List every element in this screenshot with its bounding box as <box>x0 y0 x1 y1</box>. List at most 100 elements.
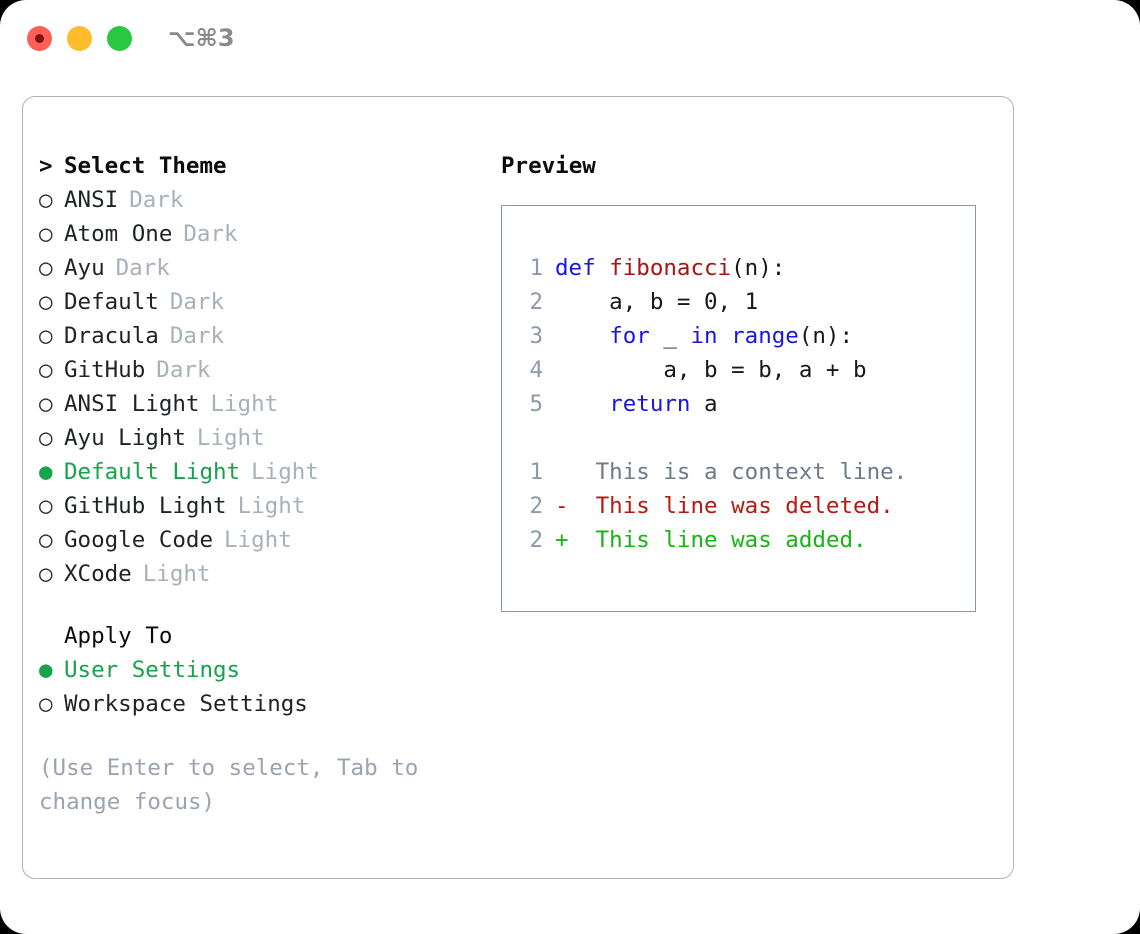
spacer-icon: ○ <box>39 619 64 653</box>
radio-unselected-icon[interactable]: ○ <box>39 391 53 417</box>
main-panel: > Select Theme ○ ANSI Dark ○ Atom One Da… <box>22 96 1014 879</box>
line-number: 2 <box>529 527 543 553</box>
code-text: return a <box>555 387 718 421</box>
code-line: 5 return a <box>513 387 969 421</box>
code-token-keyword: for <box>609 323 650 349</box>
theme-option-label: Ayu <box>64 255 105 281</box>
theme-option-variant: Dark <box>115 255 170 281</box>
apply-to-heading: ○ Apply To <box>39 619 479 653</box>
code-token-keyword: range <box>731 323 799 349</box>
theme-picker-heading: > Select Theme <box>39 149 479 183</box>
theme-option-label: Dracula <box>64 323 159 349</box>
code-token-keyword: return <box>609 391 691 417</box>
theme-option-label: Atom One <box>64 221 173 247</box>
theme-option-github-dark[interactable]: ○ GitHub Dark <box>39 353 479 387</box>
diff-text-inner: This line was deleted. <box>595 493 894 519</box>
radio-unselected-icon[interactable]: ○ <box>39 289 53 315</box>
line-number: 4 <box>529 357 543 383</box>
theme-picker-heading-label: Select Theme <box>64 153 227 179</box>
theme-option-label: ANSI <box>64 187 119 213</box>
line-number: 2 <box>529 289 543 315</box>
radio-unselected-icon[interactable]: ○ <box>39 561 53 587</box>
code-text: for _ in range(n): <box>555 319 853 353</box>
code-text: def fibonacci(n): <box>555 251 785 285</box>
theme-picker: > Select Theme ○ ANSI Dark ○ Atom One Da… <box>39 149 479 819</box>
theme-option-variant: Light <box>196 425 265 451</box>
apply-to-option-label: User Settings <box>64 657 241 683</box>
radio-selected-icon[interactable]: ● <box>39 657 53 683</box>
theme-option-label: GitHub <box>64 357 146 383</box>
diff-line-context: 1 This is a context line. <box>513 455 969 489</box>
theme-option-variant: Dark <box>129 187 184 213</box>
keyboard-shortcut-label: ⌥⌘3 <box>168 24 235 52</box>
theme-option-ayu-light[interactable]: ○ Ayu Light Light <box>39 421 479 455</box>
diff-text-inner: This line was added. <box>595 527 867 553</box>
code-token-keyword: in <box>690 323 718 349</box>
line-number: 3 <box>529 323 543 349</box>
theme-option-xcode[interactable]: ○ XCode Light <box>39 557 479 591</box>
code-text: a, b = 0, 1 <box>555 285 758 319</box>
theme-option-label: GitHub Light <box>64 493 227 519</box>
code-line: 2 a, b = 0, 1 <box>513 285 969 319</box>
theme-option-ansi-light[interactable]: ○ ANSI Light Light <box>39 387 479 421</box>
diff-text: This line was added. <box>569 523 867 557</box>
code-token-plain: (n): <box>798 323 854 349</box>
radio-selected-icon[interactable]: ● <box>39 459 53 485</box>
line-number: 5 <box>529 391 543 417</box>
diff-text-inner: This is a context line. <box>595 459 908 485</box>
radio-unselected-icon[interactable]: ○ <box>39 425 53 451</box>
theme-option-variant: Light <box>210 391 279 417</box>
radio-unselected-icon[interactable]: ○ <box>39 357 53 383</box>
radio-unselected-icon[interactable]: ○ <box>39 493 53 519</box>
radio-unselected-icon[interactable]: ○ <box>39 527 53 553</box>
code-line: 1 def fibonacci(n): <box>513 251 969 285</box>
radio-unselected-icon[interactable]: ○ <box>39 323 53 349</box>
theme-option-default-dark[interactable]: ○ Default Dark <box>39 285 479 319</box>
code-token-plain: _ <box>649 323 691 349</box>
close-window-icon[interactable] <box>27 26 52 51</box>
code-token-plain: a, b = b, a + b <box>555 357 867 383</box>
preview-pane: Preview 1 def fibonacci(n): 2 a, b = 0, … <box>501 149 1001 612</box>
code-token-plain <box>718 323 732 349</box>
apply-to-heading-label: Apply To <box>64 623 173 649</box>
theme-option-label: Default Light <box>64 459 241 485</box>
theme-option-ansi-dark[interactable]: ○ ANSI Dark <box>39 183 479 217</box>
diff-sign <box>555 455 569 489</box>
section-divider <box>39 591 479 619</box>
theme-option-github-light[interactable]: ○ GitHub Light Light <box>39 489 479 523</box>
apply-to-workspace-settings[interactable]: ○ Workspace Settings <box>39 687 479 721</box>
theme-option-label: Default <box>64 289 159 315</box>
zoom-window-icon[interactable] <box>107 26 132 51</box>
minimize-window-icon[interactable] <box>67 26 92 51</box>
code-token-plain: a, b = 0, 1 <box>555 289 759 315</box>
apply-to-user-settings[interactable]: ● User Settings <box>39 653 479 687</box>
theme-option-variant: Dark <box>169 323 225 349</box>
theme-option-default-light[interactable]: ● Default Light Light <box>39 455 479 489</box>
theme-option-variant: Light <box>224 527 292 553</box>
radio-unselected-icon[interactable]: ○ <box>39 187 53 213</box>
theme-option-ayu-dark[interactable]: ○ Ayu Dark <box>39 251 479 285</box>
theme-option-label: XCode <box>64 561 132 587</box>
theme-option-variant: Light <box>251 459 319 485</box>
theme-option-google-code[interactable]: ○ Google Code Light <box>39 523 479 557</box>
theme-option-dracula-dark[interactable]: ○ Dracula Dark <box>39 319 479 353</box>
apply-to-option-label: Workspace Settings <box>64 691 308 717</box>
radio-unselected-icon[interactable]: ○ <box>39 255 53 281</box>
diff-sign: + <box>555 527 569 553</box>
theme-option-variant: Light <box>237 493 306 519</box>
code-token-plain: a <box>690 391 718 417</box>
radio-unselected-icon[interactable]: ○ <box>39 221 53 247</box>
code-token-plain: (n): <box>731 255 786 281</box>
code-token-plain <box>555 391 609 417</box>
theme-option-atom-one-dark[interactable]: ○ Atom One Dark <box>39 217 479 251</box>
radio-unselected-icon[interactable]: ○ <box>39 691 53 717</box>
diff-sign: - <box>555 493 569 519</box>
keyboard-hint-text: (Use Enter to select, Tab to change focu… <box>39 755 419 815</box>
code-line: 3 for _ in range(n): <box>513 319 969 353</box>
code-token-function: fibonacci <box>609 255 732 281</box>
code-text: a, b = b, a + b <box>555 353 867 387</box>
traffic-light-group <box>27 26 132 51</box>
line-number: 1 <box>529 459 543 485</box>
code-token-plain <box>555 323 609 349</box>
